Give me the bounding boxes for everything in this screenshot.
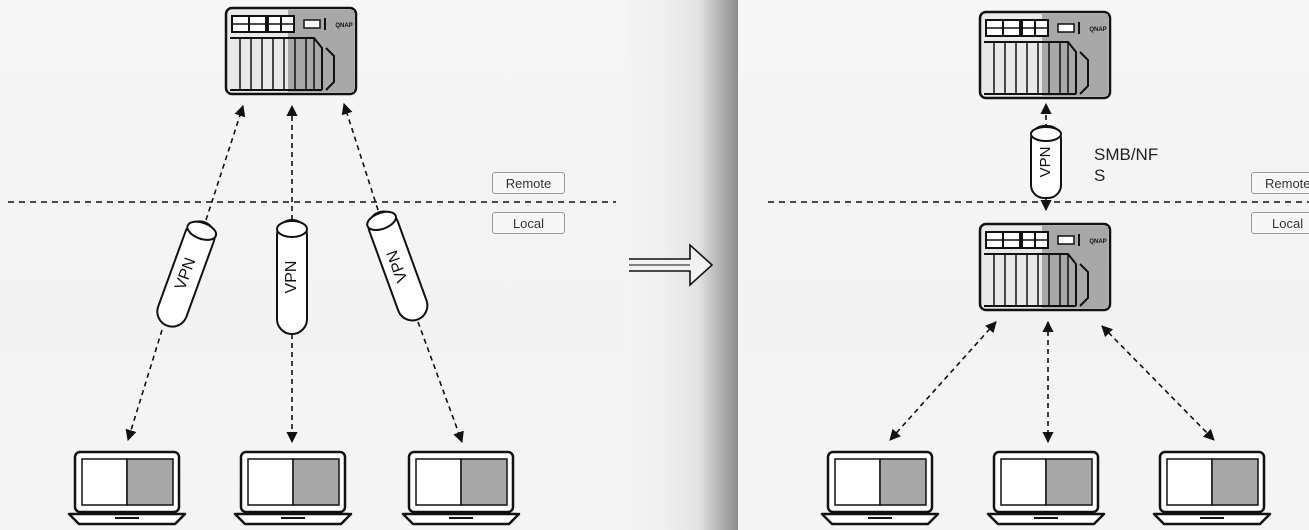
- arrow-laptop3-to-nas: [341, 102, 379, 211]
- arrow-tunnel1-to-laptop1: [125, 329, 163, 442]
- local-nas-icon: [978, 222, 1112, 312]
- vpn-tunnel-1: VPN: [156, 220, 218, 328]
- zone-tag-local-right: Local: [1251, 212, 1309, 234]
- vpn-tunnel-3: VPN: [366, 210, 429, 322]
- vpn-tunnel-right: VPN: [1030, 125, 1062, 199]
- protocol-label: SMB/NFS: [1094, 145, 1159, 185]
- arrow-tunnel3-to-laptop3: [417, 321, 464, 444]
- laptop-icon-3: [401, 450, 521, 526]
- zone-tag-remote-right: Remote: [1251, 172, 1309, 194]
- arrow-nas-laptop4: [889, 321, 997, 441]
- remote-nas-icon: [224, 6, 358, 96]
- vpn-label-right: VPN: [1037, 147, 1054, 178]
- zone-tag-local-left: Local: [492, 212, 565, 234]
- laptop-icon-4: [820, 450, 940, 526]
- transition-arrow-icon: [629, 243, 714, 287]
- arrow-nas-laptop6: [1101, 325, 1215, 441]
- zone-tag-remote-left: Remote: [492, 172, 565, 194]
- vpn-label-2: VPN: [283, 261, 300, 294]
- laptop-icon-1: [67, 450, 187, 526]
- vpn-tunnel-2: VPN: [276, 219, 308, 335]
- laptop-icon-6: [1152, 450, 1272, 526]
- laptop-icon-5: [986, 450, 1106, 526]
- arrow-laptop1-to-nas: [205, 104, 246, 221]
- remote-nas-icon-right: [978, 10, 1112, 100]
- laptop-icon-2: [233, 450, 353, 526]
